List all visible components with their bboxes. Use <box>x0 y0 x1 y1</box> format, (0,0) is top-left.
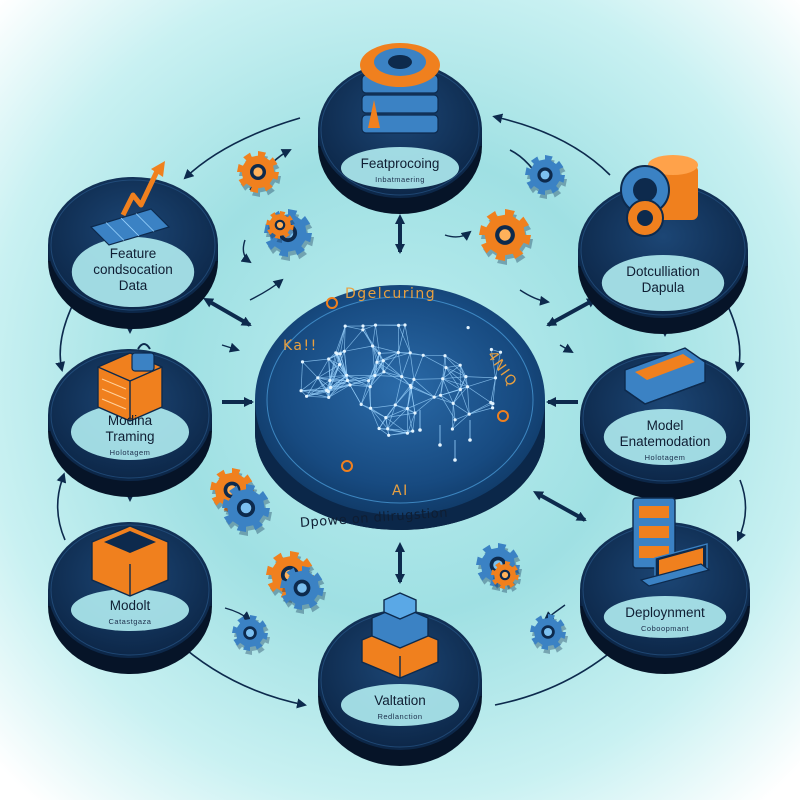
gear-icon <box>222 484 272 536</box>
stage-sublabel: Redlanction <box>377 712 422 721</box>
stage-sublabel: Coboopmant <box>641 624 689 633</box>
stage-sublabel: Catastgaza <box>109 617 152 626</box>
stage-sublabel: Inbatmaering <box>375 175 425 184</box>
decorative-gears <box>210 151 568 655</box>
monitor-icon <box>632 497 711 587</box>
stage-label-plate <box>603 409 727 465</box>
cube-stack-icon <box>97 343 163 422</box>
gear-icon <box>237 151 281 197</box>
stage-label-plate <box>70 404 190 460</box>
stage-label: condsocation <box>93 262 173 277</box>
gear-icon <box>280 566 326 614</box>
stage-sublabel: Holotagem <box>645 453 686 462</box>
server-stack-icon <box>360 43 440 134</box>
gear-icon <box>232 615 270 655</box>
stage-label-plate <box>603 596 727 638</box>
gear-icon <box>525 155 567 199</box>
gear-icon <box>479 209 533 265</box>
stage-label: Data <box>119 278 148 293</box>
stage-label-plate <box>71 237 195 307</box>
center-left-tag: Ka!! <box>283 338 318 354</box>
cpu-chip-icon <box>624 347 706 405</box>
center-hub: Dgelcuring Ka!! 4NIQ AI Dpowe on dlirugs… <box>255 285 545 531</box>
stage-label-plate <box>601 255 725 311</box>
center-bottom-tag: AI <box>392 483 409 499</box>
chart-trend-icon <box>89 161 171 246</box>
center-title: Dgelcuring <box>345 286 436 302</box>
center-link-arrows <box>203 214 598 584</box>
stage-label: Dapula <box>642 280 685 295</box>
gear-icon <box>491 561 521 593</box>
stage-label: Modina <box>108 413 153 428</box>
stage-sublabel: Holotagem <box>110 448 151 457</box>
stage-label: Dotculliation <box>626 264 700 279</box>
open-box-icon <box>91 525 169 597</box>
stage-label: Modolt <box>110 598 151 613</box>
stage-label: Enatemodation <box>620 434 711 449</box>
brain-network-icon <box>299 323 503 462</box>
gear-icon <box>530 614 568 654</box>
stage-label-plate <box>340 147 460 189</box>
stage-label: Valtation <box>374 693 426 708</box>
stage-label: Deploynment <box>625 605 705 620</box>
stage-label: Feature <box>110 246 157 261</box>
stage-label: Featprocoing <box>361 156 440 171</box>
gear-stack-icon <box>620 155 698 237</box>
stage-label-plate <box>340 684 460 726</box>
stage-label: Traming <box>105 429 154 444</box>
stage-discs: FeatprocoingInbatmaeringFeaturecondsocat… <box>48 43 750 766</box>
gear-icon <box>266 211 296 243</box>
stage-label: Model <box>647 418 684 433</box>
layer-stack-icon <box>361 592 439 679</box>
stage-label-plate <box>70 589 190 631</box>
